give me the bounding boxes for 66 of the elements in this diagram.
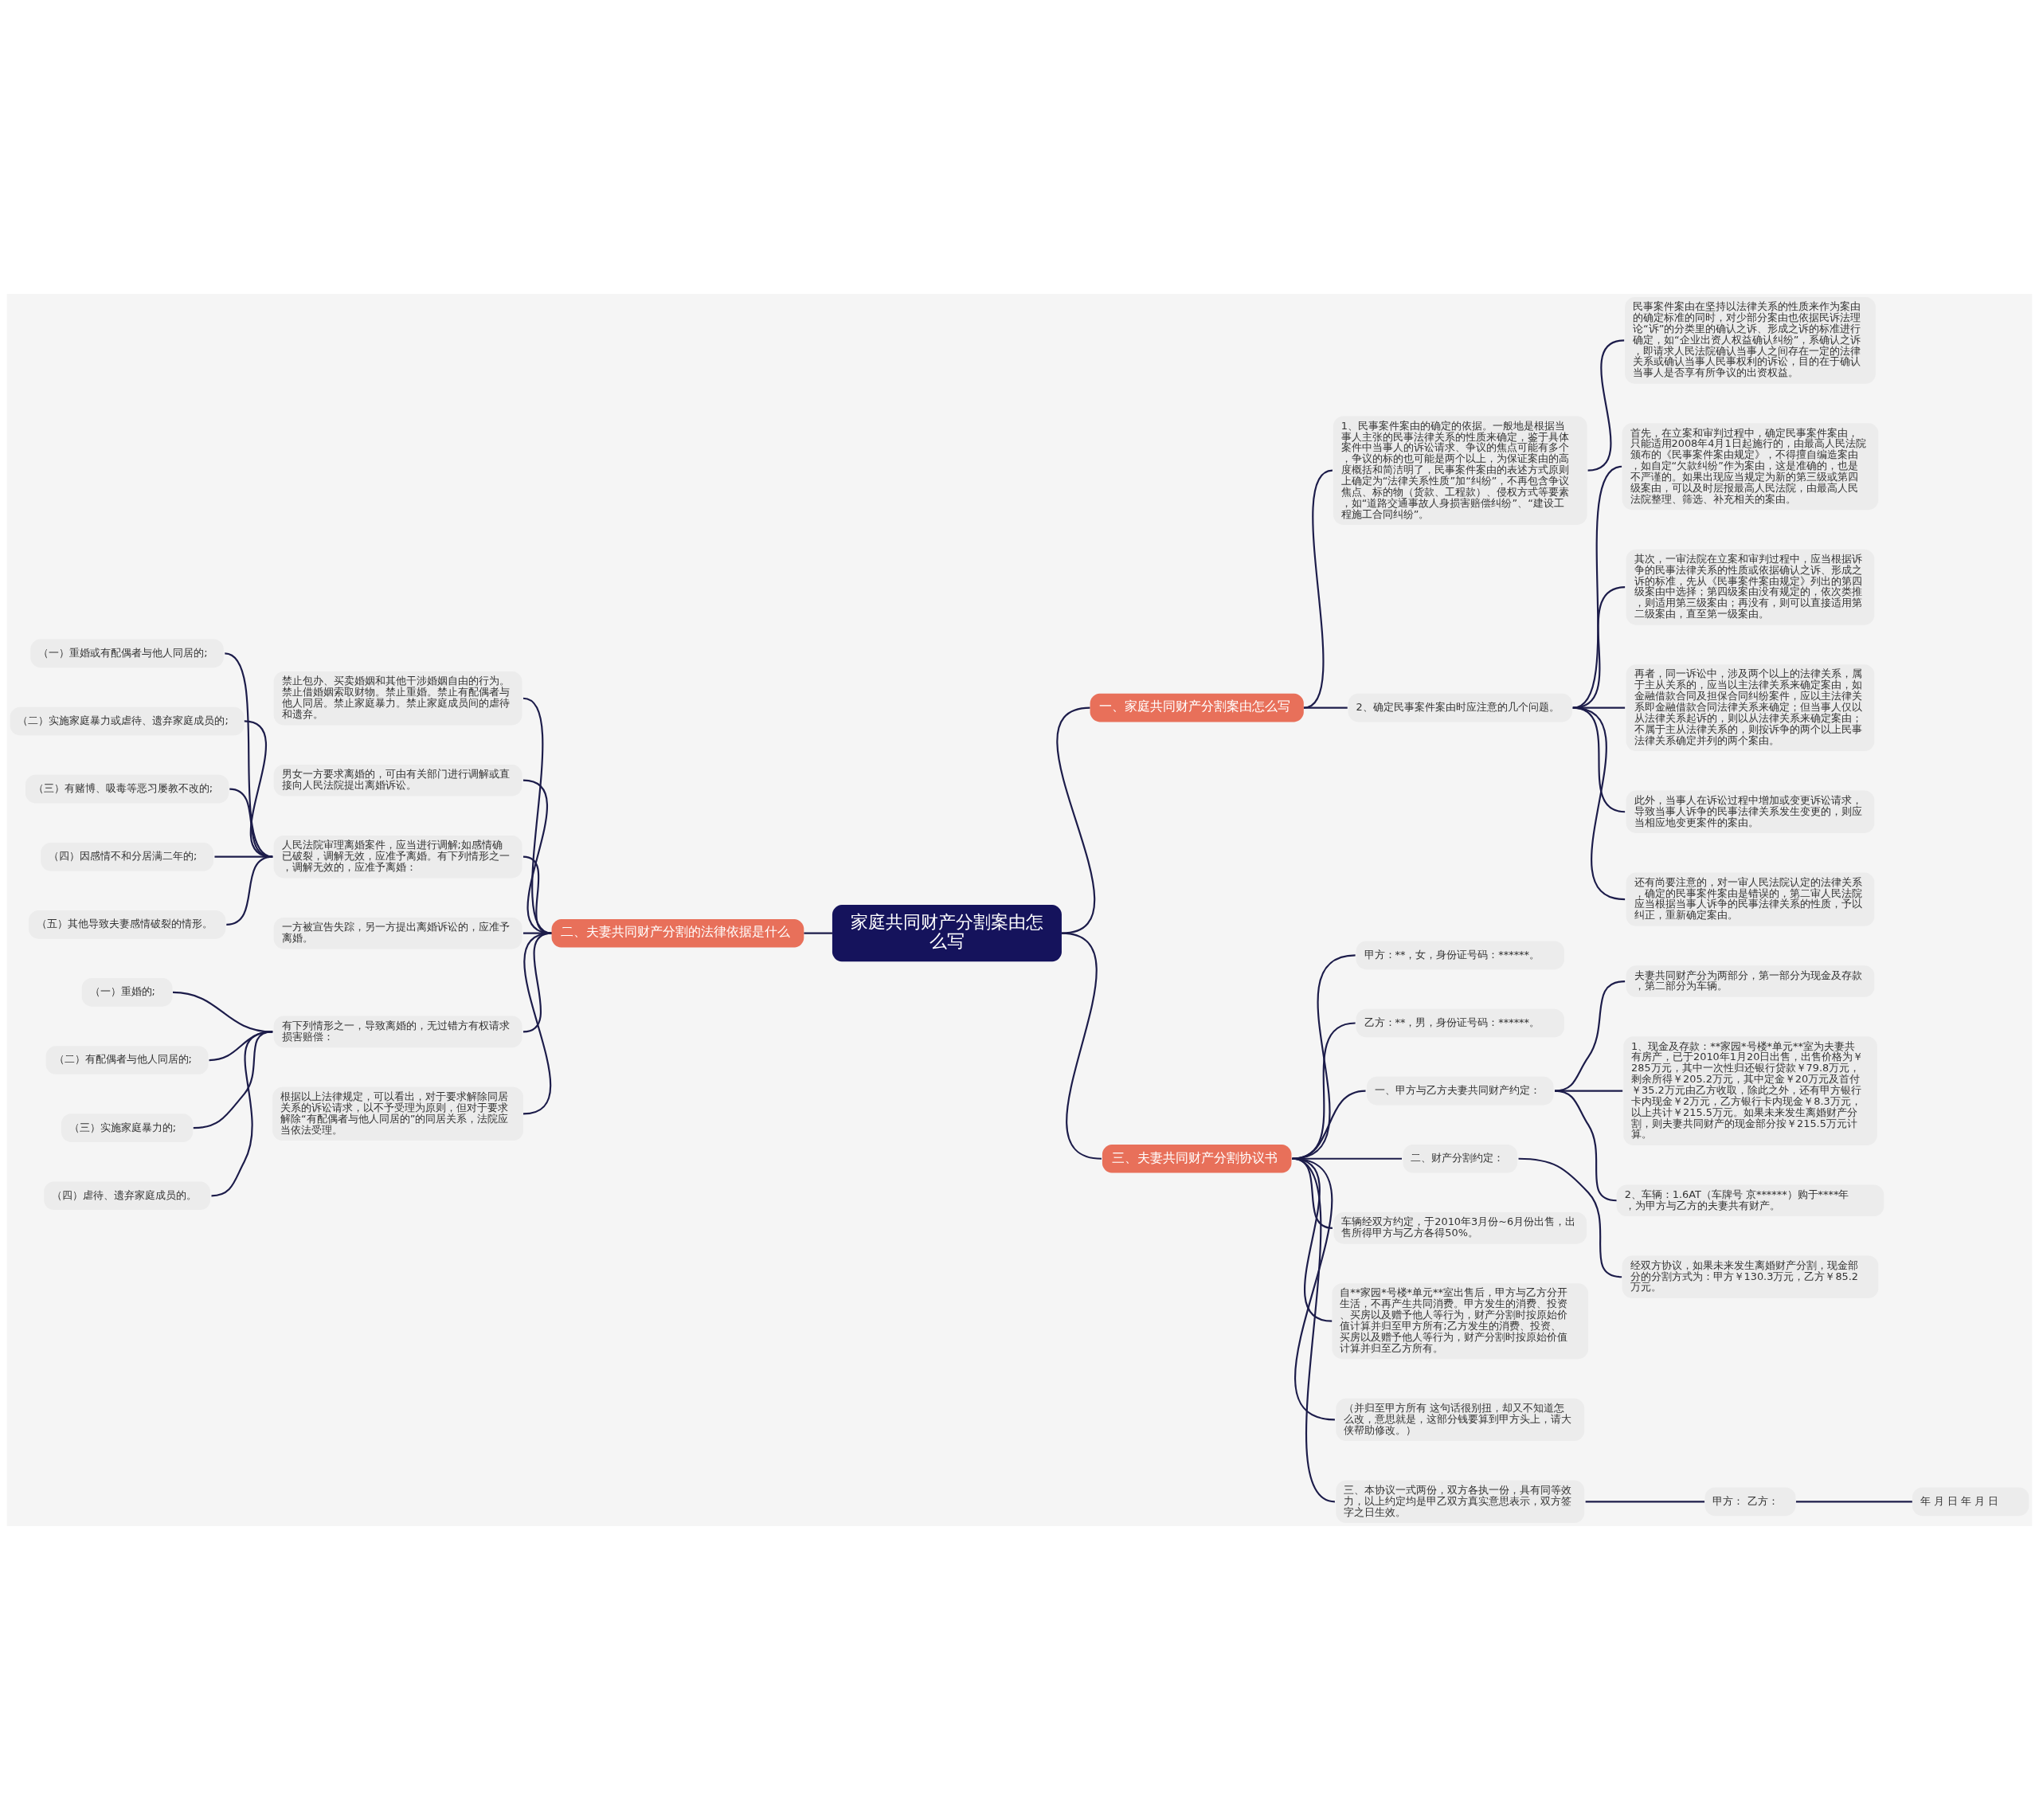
node-box: （一）重婚的; — [81, 978, 173, 1007]
connector — [1518, 1157, 1622, 1278]
node-box: （五）其他导致夫妻感情破裂的情形。 — [28, 910, 226, 939]
node-box: 车辆经双方约定，于2010年3月份~6月份出售，出售所得甲方与乙方各得50%。 — [1333, 1212, 1587, 1244]
node-box: （三）有赌博、吸毒等恶习屡教不改的; — [25, 774, 229, 804]
node-box: 夫妻共同财产分为两部分，第一部分为现金及存款，第二部分为车辆。 — [1626, 965, 1875, 997]
node-box: 1、民事案件案由的确定的依据。一般地是根据当事人主张的民事法律关系的性质来确定，鉴于具体案件中当事人的诉讼请求、争议的焦点可能有多个，争议的标的也可能是两个以上，为保证案由的高度概括和简洁明了，民事案件案由的表述方式原则上确定为“法律关系性质”加“纠纷”，不再包含争议焦点、标的物（货款、工程款）、侵权方式等要素，如“道路交通事故人身损害赔偿纠纷”、“建设工程施工合同纠纷”。 — [1333, 416, 1587, 525]
connector — [1292, 954, 1356, 1160]
node-box: 年 月 日 年 月 日 — [1912, 1487, 2029, 1517]
connector — [1587, 339, 1625, 472]
node-box: 还有尚要注意的，对一审人民法院认定的法律关系，确定的民事案件案由是错误的，第二审人民法院应当根据当事人诉争的民事法律关系的性质，予以纠正，重新确定案由。 — [1626, 872, 1875, 926]
node-box: （并归至甲方所有 这句话很别扭，却又不知道怎么改，意思就是，这部分钱要算到甲方头上，请大侠帮助修改。） — [1336, 1398, 1585, 1442]
node-box: 三、本协议一式两份，双方各执一份，具有同等效力，以上约定均是甲乙双方真实意思表示，双方签字之日生效。 — [1336, 1480, 1585, 1524]
connector — [1303, 469, 1333, 709]
connector — [226, 855, 273, 926]
node-box: 其次，一审法院在立案和审判过程中，应当根据诉争的民事法律关系的性质或依据确认之诉、形成之诉的标准，先从《民事案件案由规定》列出的第四级案由中选择；第四级案由没有规定的，依次类推，则适用第三级案由；再没有，则可以直接适用第二级案由，直至第一级案由。 — [1626, 549, 1875, 625]
node-box: 经双方协议，如果未来发生离婚财产分割，现金部分的分割方式为：甲方￥130.3万元，乙方￥85.2万元。 — [1622, 1255, 1879, 1298]
node-box: 此外，当事人在诉讼过程中增加或变更诉讼请求，导致当事人诉争的民事法律关系发生变更的，则应当相应地变更案件的案由。 — [1626, 790, 1875, 833]
connector — [1303, 706, 1348, 709]
connector — [1554, 1090, 1617, 1202]
connector — [522, 932, 552, 1115]
connector — [522, 779, 552, 934]
node-box: （二）有配偶者与他人同居的; — [45, 1046, 209, 1074]
node-box: 自**家园*号楼*单元**室出售后，甲方与乙方分开生活，不再产生共同消费。甲方发生的消费、投资、买房以及赠予他人等行为，财产分割时按原始价值计算并归至甲方所有;乙方发生的消费、投资、买房以及赠予他人等行为，财产分割时按原始价值计算并归至乙方所有。 — [1332, 1283, 1589, 1360]
node-box: （三）实施家庭暴力的; — [61, 1114, 194, 1142]
connector — [1585, 1501, 1705, 1503]
node-box: 甲方：**，女，身份证号码：******。 — [1356, 941, 1564, 970]
node-box: 禁止包办、买卖婚姻和其他干涉婚姻自由的行为。禁止借婚姻索取财物。禁止重婚。禁止有配偶者与他人同居。禁止家庭暴力。禁止家庭成员间的虐待和遗弃。 — [273, 671, 522, 726]
node-box: 男女一方要求离婚的，可由有关部门进行调解或直接向人民法院提出离婚诉讼。 — [273, 764, 522, 796]
connector — [1554, 980, 1626, 1092]
connector — [522, 697, 552, 934]
connector — [1572, 706, 1626, 901]
node-box: 人民法院审理离婚案件，应当进行调解;如感情确已破裂，调解无效，应准予离婚。有下列情形之一，调解无效的，应准予离婚： — [273, 835, 522, 879]
connector — [1795, 1501, 1912, 1503]
connector — [1572, 586, 1626, 709]
node-box: （四）虐待、遗弃家庭成员的。 — [44, 1181, 210, 1211]
node-box: 家庭共同财产分割案由怎么写 — [832, 905, 1062, 962]
node-box: 2、车辆：1.6AT（车牌号 京******）购于****年，为甲方与乙方的夫妻共有财产。 — [1616, 1184, 1884, 1216]
node-box: 再者，同一诉讼中，涉及两个以上的法律关系，属于主从关系的，应当以主法律关系来确定案由，如金融借款合同及担保合同纠纷案件，应以主法律关系即金融借款合同法律关系来确定；但当事人仅以从法律关系起诉的，则以从法律关系来确定案由；不属于主从法律关系的，则按诉争的两个以上民事法律关系确定并列的两个案由。 — [1626, 664, 1875, 752]
node-box: 二、夫妻共同财产分割的法律依据是什么 — [551, 918, 804, 948]
node-box: 1、现金及存款：**家园*号楼*单元**室为夫妻共有房产，已于2010年1月20日出售，出售价格为￥285万元，其中一次性归还银行贷款￥79.8万元，剩余所得￥205.2万元，其中定金￥20万元及首付￥35.2万元由乙方收取，除此之外，还有甲方银行卡内现金￥2万元，乙方银行卡内现金￥8.3万元，以上共计￥215.5万元。如果未来发生离婚财产分割，则夫妻共同财产的现金部分按￥215.5万元计算。 — [1623, 1036, 1877, 1145]
connector — [224, 652, 273, 858]
node-box: （二）实施家庭暴力或虐待、遗弃家庭成员的; — [10, 706, 245, 736]
connector — [1292, 1157, 1336, 1421]
node-box: 一、家庭共同财产分割案由怎么写 — [1090, 693, 1304, 722]
node-box: （一）重婚或有配偶者与他人同居的; — [30, 639, 224, 668]
node-box: 根据以上法律规定，可以看出，对于要求解除同居关系的诉讼请求，以不予受理为原则，但对于要求解除“有配偶者与他人同居的”的同居关系，法院应当依法受理。 — [272, 1086, 523, 1141]
connector — [211, 1031, 273, 1197]
connector — [1056, 706, 1096, 934]
connector — [522, 855, 552, 934]
node-box: 首先，在立案和审判过程中，确定民事案件案由，只能适用2008年4月1日起施行的，由最高人民法院颁布的《民事案件案由规定》，不得擅自编造案由，如自定“欠款纠纷”作为案由，这是准确的，也是不严谨的。如果出现应当规定为新的第三级或第四级案由，可以及时层报最高人民法院，由最高人民法院整理、筛选、补充相关的案由。 — [1622, 423, 1879, 511]
node-box: （四）因感情不和分居满二年的; — [41, 842, 213, 871]
node-box: 甲方： 乙方： — [1704, 1487, 1796, 1517]
connector — [1061, 932, 1102, 1160]
node-box: 民事案件案由在坚持以法律关系的性质来作为案由的确定标准的同时，对少部分案由也依据民诉法理论“诉”的分类里的确认之诉、形成之诉的标准进行确定，如“企业出资人权益确认纠纷”，系确认之诉，即请求人民法院确认当事人之间存在一定的法律关系或确认当事人民事权利的诉讼，目的在于确认当事人是否享有所争议的出资权益。 — [1625, 296, 1876, 384]
node-box: 一、甲方与乙方夫妻共同财产约定： — [1367, 1076, 1554, 1106]
node-box: 乙方：**，男，身份证号码：******。 — [1356, 1008, 1564, 1038]
node-box: 一方被宣告失踪，另一方提出离婚诉讼的，应准予离婚。 — [273, 917, 522, 949]
connector — [804, 932, 832, 934]
connector — [1292, 1157, 1336, 1503]
node-box: 2、确定民事案件案由时应注意的几个问题。 — [1348, 693, 1572, 722]
connector — [229, 788, 273, 858]
connector — [1292, 1022, 1356, 1160]
node-box: 三、夫妻共同财产分割协议书 — [1102, 1144, 1292, 1173]
node-box: 二、财产分割约定： — [1403, 1144, 1518, 1173]
node-box: 有下列情形之一，导致离婚的，无过错方有权请求损害赔偿： — [273, 1016, 522, 1048]
